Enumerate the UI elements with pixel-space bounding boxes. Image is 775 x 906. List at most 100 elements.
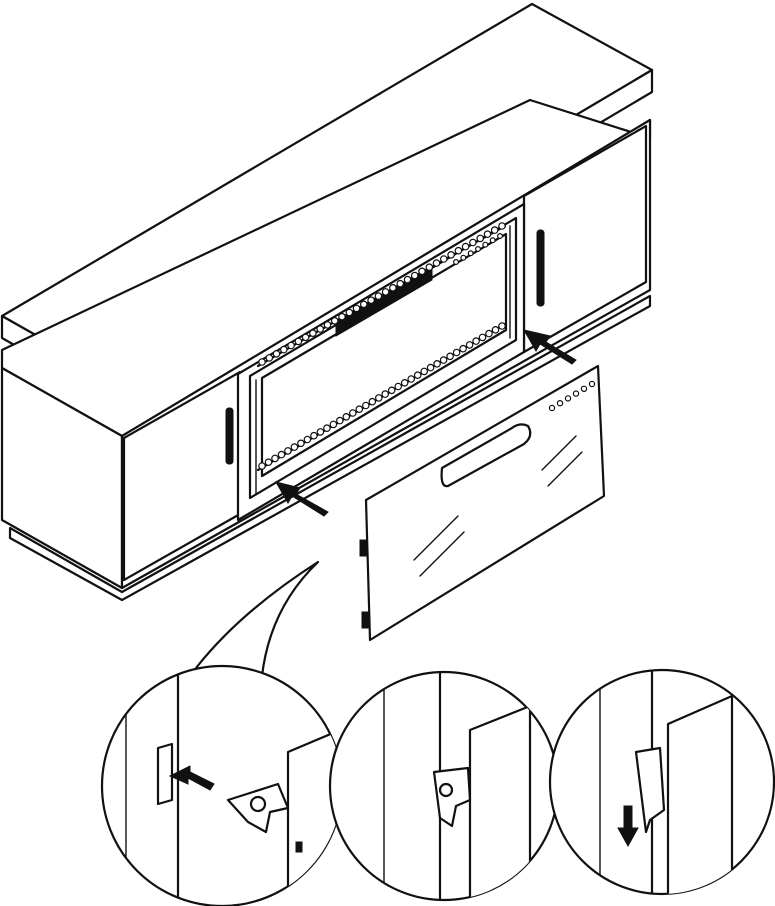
ember: [342, 412, 351, 421]
ember: [330, 316, 339, 325]
ember: [439, 255, 448, 263]
glass-glare-3: [541, 435, 577, 471]
ember: [361, 401, 370, 410]
detail-2-hook: [432, 766, 472, 828]
ember: [348, 409, 357, 417]
ember: [316, 428, 325, 436]
ember: [264, 458, 273, 467]
ember: [498, 322, 506, 330]
ember: [403, 275, 412, 284]
ember: [258, 462, 266, 470]
ember: [309, 329, 317, 338]
ember: [359, 300, 368, 309]
detail-3-arrow-down: [617, 805, 639, 848]
panel-dot: [588, 380, 596, 388]
detail-1-slot: [156, 742, 174, 806]
control-dots: [453, 233, 504, 266]
ember: [425, 263, 434, 272]
ember: [447, 251, 455, 259]
glass-glare-2: [419, 531, 465, 577]
ember: [485, 329, 493, 338]
indicator-dot: [497, 233, 504, 240]
ember: [345, 308, 354, 317]
ember: [381, 288, 390, 296]
ember: [472, 337, 480, 345]
top-embers: [258, 222, 506, 366]
ember: [410, 271, 419, 280]
fireplace-opening: [236, 202, 526, 522]
ember: [355, 405, 364, 414]
panel-dot: [564, 395, 572, 402]
ember: [290, 443, 299, 451]
ember: [465, 341, 474, 349]
ember: [303, 435, 312, 444]
left-cabinet-door: [122, 370, 242, 582]
detail-step-2: [328, 670, 560, 902]
ember: [316, 325, 325, 333]
ember: [389, 283, 397, 292]
detail-1-panel-edge: [286, 728, 342, 906]
indicator-dot: [460, 254, 467, 261]
ember: [271, 454, 279, 463]
detail-3-hook: [634, 746, 666, 834]
detail-2-hook-hole: [438, 782, 454, 798]
ember: [387, 386, 396, 395]
left-door-handle: [225, 407, 234, 465]
ember: [396, 279, 405, 288]
panel-dot: [580, 385, 588, 392]
right-cabinet-door: [522, 124, 648, 354]
ember: [439, 356, 448, 364]
indicator-dot: [482, 241, 489, 248]
ember: [310, 431, 318, 440]
ember: [277, 450, 286, 459]
ember: [394, 382, 403, 391]
ember: [294, 337, 303, 346]
ember: [323, 321, 332, 329]
panel-clip-bottom: [361, 611, 369, 629]
glass-panel-handle-slot: [440, 423, 532, 488]
detail-3-panel-edge: [666, 694, 734, 894]
glass-glare-1: [413, 515, 459, 561]
panel-dot: [548, 404, 556, 412]
ember: [413, 371, 422, 380]
indicator-dot: [467, 250, 474, 257]
ember: [335, 416, 344, 425]
glass-front-panel: [359, 364, 606, 642]
ember: [374, 394, 383, 402]
ember: [491, 325, 500, 334]
ember: [459, 344, 467, 353]
panel-button-dots: [548, 380, 596, 412]
cabinet-base-plinth: [8, 294, 652, 602]
ember: [454, 246, 463, 255]
indicator-dot: [489, 237, 496, 244]
ember: [433, 359, 441, 368]
ember: [301, 333, 310, 342]
ember: [323, 424, 331, 433]
insert-arrows: [274, 329, 577, 517]
ember: [432, 259, 441, 267]
ember: [284, 447, 292, 455]
panel-dot: [556, 400, 564, 407]
ember: [329, 420, 338, 429]
ember: [461, 242, 470, 251]
ember: [490, 226, 499, 234]
detail-2-panel-edge: [468, 704, 532, 900]
ember: [478, 333, 487, 342]
ember: [446, 352, 454, 361]
detail-step-3: [548, 668, 775, 896]
indicator-dot: [475, 246, 482, 253]
ember: [338, 312, 346, 321]
ember: [400, 378, 409, 387]
detail-1-arrow-left: [168, 765, 215, 791]
glass-panel: [364, 364, 606, 642]
right-door-handle: [536, 229, 545, 307]
left-insert-arrow: [274, 481, 329, 517]
ember: [352, 304, 361, 313]
ember: [368, 397, 377, 406]
ember: [265, 354, 274, 362]
right-insert-arrow: [522, 329, 577, 365]
bottom-embers: [258, 322, 506, 470]
ember: [498, 222, 506, 230]
ember: [476, 234, 485, 243]
